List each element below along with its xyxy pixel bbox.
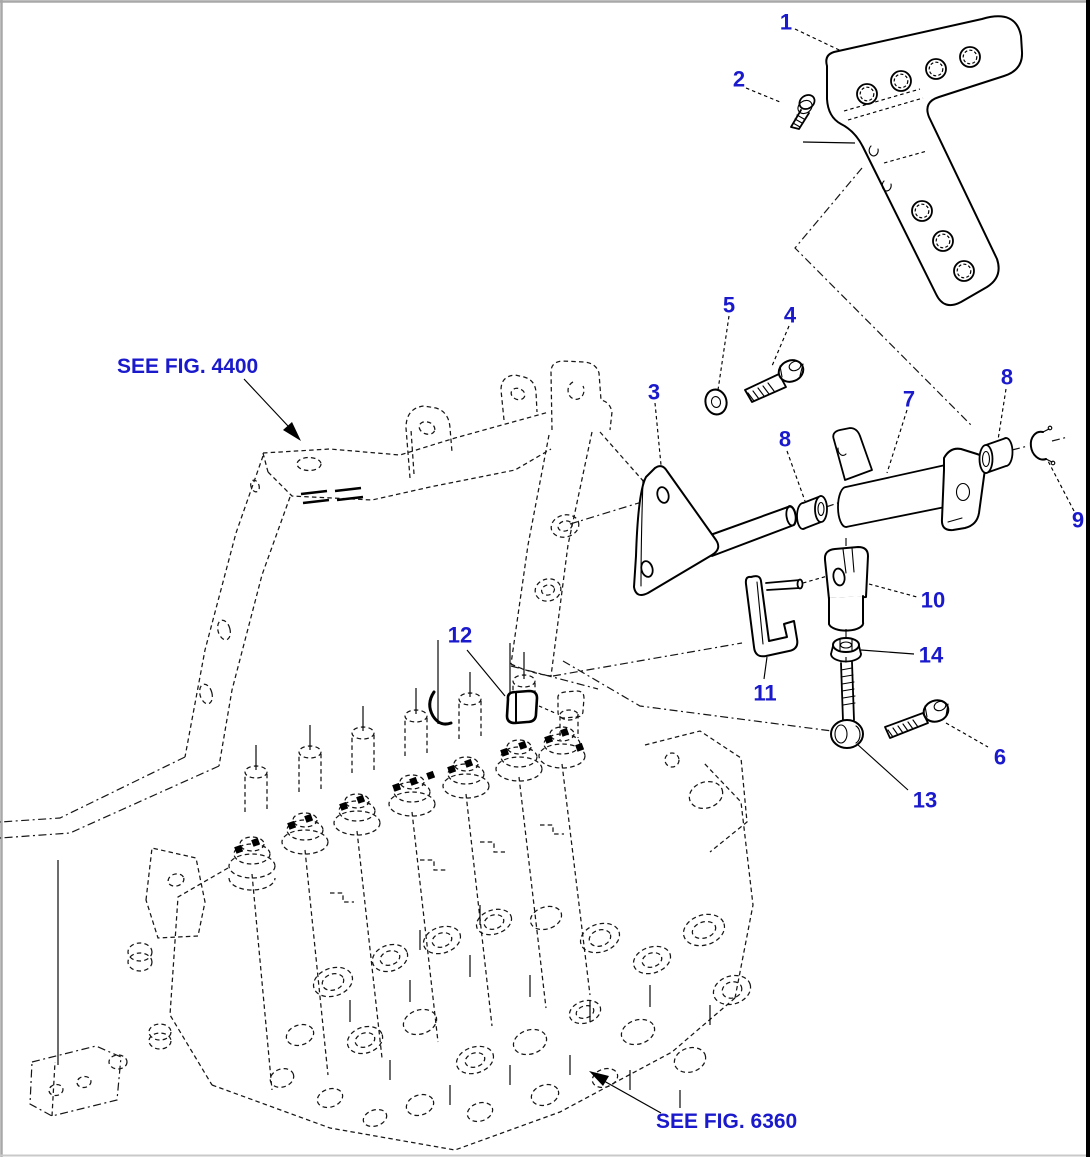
seal-markers [234,727,585,854]
callout-5[interactable]: 5 [723,293,735,318]
lower-bracket-phantom [29,1045,122,1117]
valve-spool-caps [228,726,586,891]
callout-11[interactable]: 11 [753,681,776,706]
callout-8-right[interactable]: 8 [1001,365,1013,390]
part-10-clevis [823,546,869,632]
callout-9[interactable]: 9 [1072,508,1084,533]
part-7-link-shaft [832,427,987,532]
part-11-clamp [744,575,804,658]
grommet-phantom [557,690,585,719]
callout-3[interactable]: 3 [648,380,660,405]
see-fig-4400-link[interactable]: SEE FIG. 4400 [117,355,258,378]
part-14-nut [830,637,862,663]
part-13-link-rod [830,661,864,749]
callout-12[interactable]: 12 [448,623,472,648]
part-8-bushing-middle [796,495,828,530]
part-1-plate-bracket [825,15,1024,307]
callout-4[interactable]: 4 [784,303,797,328]
control-valve-phantom [29,640,754,1151]
callout-8-middle[interactable]: 8 [779,427,791,452]
phantom-locator-lines [794,167,972,426]
valve-left-features [108,847,206,1070]
linkage-centerline [562,660,833,732]
part-8-bushing-right [978,437,1014,474]
mounting-panel-phantom [0,360,743,1065]
part-3-lever [633,465,797,596]
part-5-washer [704,388,728,416]
part-2-screw [790,94,816,130]
exploded-axis [794,436,1069,518]
see-fig-6360-link[interactable]: SEE FIG. 6360 [656,1110,797,1133]
grommet-second [428,690,453,726]
callout-10[interactable]: 10 [921,588,945,613]
part-4-bolt [744,359,805,403]
callout-6[interactable]: 6 [994,745,1006,770]
annotations: 1 2 3 4 5 6 7 8 8 9 10 11 12 13 14 SEE F… [117,10,1084,1134]
leader-lines [466,28,1075,791]
arrow-to-fig-6360-icon [589,1071,662,1114]
callout-1[interactable]: 1 [780,10,792,35]
spool-centerlines [255,640,525,770]
part-9-snap-ring [1029,425,1056,466]
arrow-to-fig-4400-icon [243,378,301,441]
callout-14[interactable]: 14 [919,643,944,668]
callout-13[interactable]: 13 [913,788,937,813]
part-12-grommet [428,689,539,726]
callout-7[interactable]: 7 [903,387,915,412]
part-6-bolt [884,699,950,739]
callout-2[interactable]: 2 [733,67,745,92]
valve-ports [269,905,752,1128]
